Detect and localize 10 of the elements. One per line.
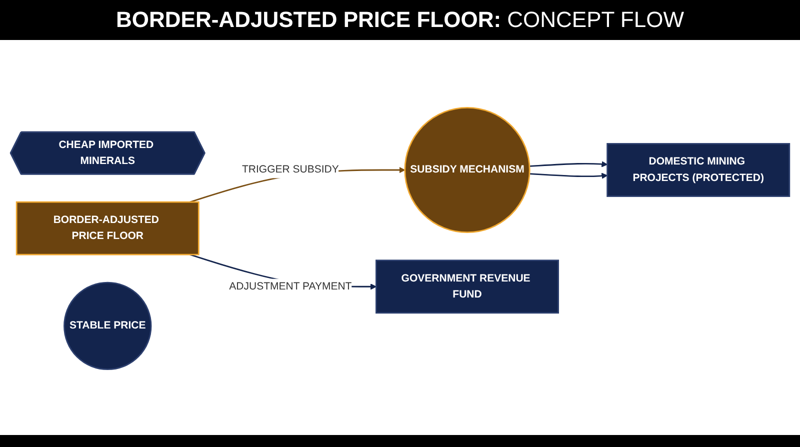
arrow — [529, 172, 608, 178]
edge-label: ADJUSTMENT PAYMENT — [229, 280, 352, 292]
node-circle: STABLE PRICE — [64, 281, 152, 370]
node-box: GOVERNMENT REVENUE FUND — [376, 259, 559, 314]
arrow — [529, 160, 608, 167]
node-box: BORDER-ADJUSTED PRICE FLOOR — [16, 200, 200, 255]
node-box: DOMESTIC MINING PROJECTS (PROTECTED) — [606, 142, 790, 196]
title: BORDER-ADJUSTED PRICE FLOOR: CONCEPT FLOW — [0, 0, 800, 40]
node-circle: SUBSIDY MECHANISM — [404, 106, 530, 233]
edge-label: TRIGGER SUBSIDY — [242, 163, 339, 175]
